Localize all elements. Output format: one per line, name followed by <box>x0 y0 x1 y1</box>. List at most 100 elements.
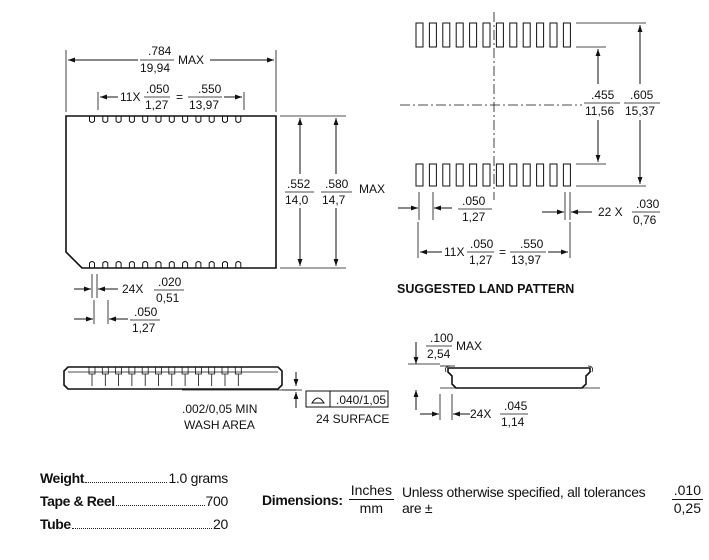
unit-mm: mm <box>359 500 383 516</box>
package-outline <box>65 115 277 269</box>
side-lead <box>115 367 122 375</box>
lead <box>208 261 215 268</box>
pad <box>455 22 464 48</box>
tolerance-mm: 0,25 <box>673 500 701 516</box>
side-lead <box>181 367 189 375</box>
tolerance-fraction: .010 0,25 <box>671 482 703 517</box>
side-lead <box>141 367 149 375</box>
height-max-suffix: MAX <box>359 182 385 196</box>
end-view: .100 2,54 MAX 24X .045 1,14 <box>408 331 600 429</box>
lead <box>155 116 162 123</box>
side-lead <box>234 367 242 375</box>
pitch-mm: 1,27 <box>145 98 169 112</box>
pad <box>495 22 504 48</box>
lead <box>142 261 149 268</box>
tube-label: Tube <box>40 516 71 532</box>
weight-value: 1.0 grams <box>168 470 228 486</box>
pad <box>482 163 491 187</box>
flatness-value: .040/1,05 <box>336 393 386 407</box>
pad-count: 22 X <box>598 205 623 219</box>
bottom-lead-row <box>89 261 242 268</box>
lead <box>142 116 149 123</box>
end-height-max: MAX <box>456 339 482 353</box>
footer: Weight 1.0 grams Tape & Reel 700 Tube 20… <box>0 462 709 560</box>
pitch-inch: .050 <box>146 82 170 96</box>
pad <box>415 22 424 48</box>
side-lead <box>221 367 229 375</box>
outer-mm: 15,37 <box>625 104 655 118</box>
pad <box>562 22 571 48</box>
pad-width-mm: 0,76 <box>633 213 657 227</box>
lead <box>195 116 202 123</box>
top-lead-row <box>89 116 242 123</box>
wash-area-line2: WASH AREA <box>184 418 255 432</box>
side-lead <box>88 367 96 375</box>
lead <box>168 261 175 268</box>
lead <box>128 116 135 123</box>
pad <box>549 22 558 48</box>
pad <box>495 163 504 187</box>
end-lead-count: 24X <box>470 407 491 421</box>
side-view: .002/0,05 MIN WASH AREA .040/1,05 24 SUR… <box>63 366 389 432</box>
leader-dots <box>85 481 168 483</box>
pad <box>415 163 424 187</box>
lp-pitch-inch: .050 <box>470 237 494 251</box>
unit-fraction: Inches mm <box>348 482 394 517</box>
tape-reel-value: 700 <box>205 493 229 509</box>
pad-pitch-inch: .050 <box>462 194 486 208</box>
pad <box>428 163 437 187</box>
wash-area-line1: .002/0,05 MIN <box>182 402 257 416</box>
pad <box>442 22 451 48</box>
side-lead <box>101 367 109 375</box>
inner-inch: .455 <box>591 88 615 102</box>
pad <box>522 163 531 187</box>
height-inch: .552 <box>287 177 311 191</box>
pad-pitch-mm: 1,27 <box>462 210 486 224</box>
top-view: .784 19,94 MAX 11X .050 1,27 = .550 13,9… <box>65 40 390 335</box>
weight-label: Weight <box>40 470 85 486</box>
lp-pitch-count: 11X <box>444 245 464 259</box>
lp-pitch-mm: 1,27 <box>469 253 493 267</box>
side-lead <box>155 367 162 375</box>
lead-inch: .020 <box>158 275 182 289</box>
lp-span-inch: .550 <box>520 237 544 251</box>
pad <box>536 22 545 48</box>
lead <box>128 261 135 268</box>
side-lead <box>208 367 216 375</box>
pad <box>428 22 437 48</box>
surface-label: 24 SURFACE <box>316 412 389 426</box>
land-pattern-bottom-pads <box>415 163 571 187</box>
end-height-inch: .100 <box>430 331 454 345</box>
end-lead-mm: 1,14 <box>501 415 525 429</box>
lead-pitch-mm: 1,27 <box>132 321 156 335</box>
land-pattern: .455 11,56 .605 15,37 .050 1,27 22 X .03… <box>397 12 692 296</box>
pitch-count: 11X <box>120 90 140 104</box>
end-view-body <box>447 367 591 389</box>
inner-mm: 11,56 <box>585 104 614 118</box>
tape-reel-row: Tape & Reel 700 <box>40 493 228 513</box>
tolerance-note: Unless otherwise specified, all toleranc… <box>401 483 646 516</box>
lead <box>168 116 175 123</box>
pitch-eq: = <box>176 90 183 104</box>
lead <box>115 116 122 123</box>
side-lead <box>128 367 136 375</box>
lead <box>89 261 95 268</box>
pad <box>469 22 478 48</box>
lead <box>195 261 202 268</box>
pad <box>469 163 478 187</box>
lead <box>182 116 189 123</box>
land-pattern-title: SUGGESTED LAND PATTERN <box>397 282 574 296</box>
outer-inch: .605 <box>630 88 654 102</box>
side-lead <box>168 367 176 375</box>
pad <box>442 163 451 187</box>
flatness-frame <box>305 390 389 408</box>
height-max-mm: 14,7 <box>322 193 346 207</box>
pad <box>522 22 531 48</box>
land-pattern-top-pads <box>415 22 571 48</box>
side-view-leads <box>88 367 242 386</box>
lp-eq: = <box>499 245 506 259</box>
lead <box>115 261 122 268</box>
lead <box>89 116 95 123</box>
lead <box>102 116 109 123</box>
